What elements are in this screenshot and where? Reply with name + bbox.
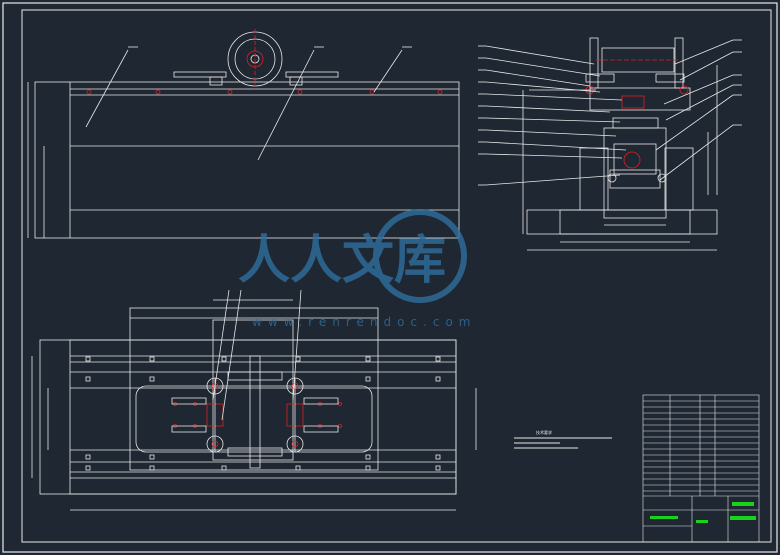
front-elevation-view bbox=[27, 29, 460, 239]
side-elevation-view bbox=[478, 37, 742, 251]
title-block bbox=[642, 394, 760, 543]
watermark-url: www.renrendoc.com bbox=[252, 315, 476, 329]
technical-requirements-heading: 技术要求 bbox=[536, 429, 552, 435]
watermark-ring-icon bbox=[373, 209, 467, 303]
watermark-brand: 人人文库 bbox=[238, 231, 446, 291]
plan-view bbox=[31, 289, 477, 511]
technical-requirements-note: 技术要求 bbox=[514, 429, 612, 449]
watermark: 人人文库 www.renrendoc.com bbox=[238, 209, 476, 329]
